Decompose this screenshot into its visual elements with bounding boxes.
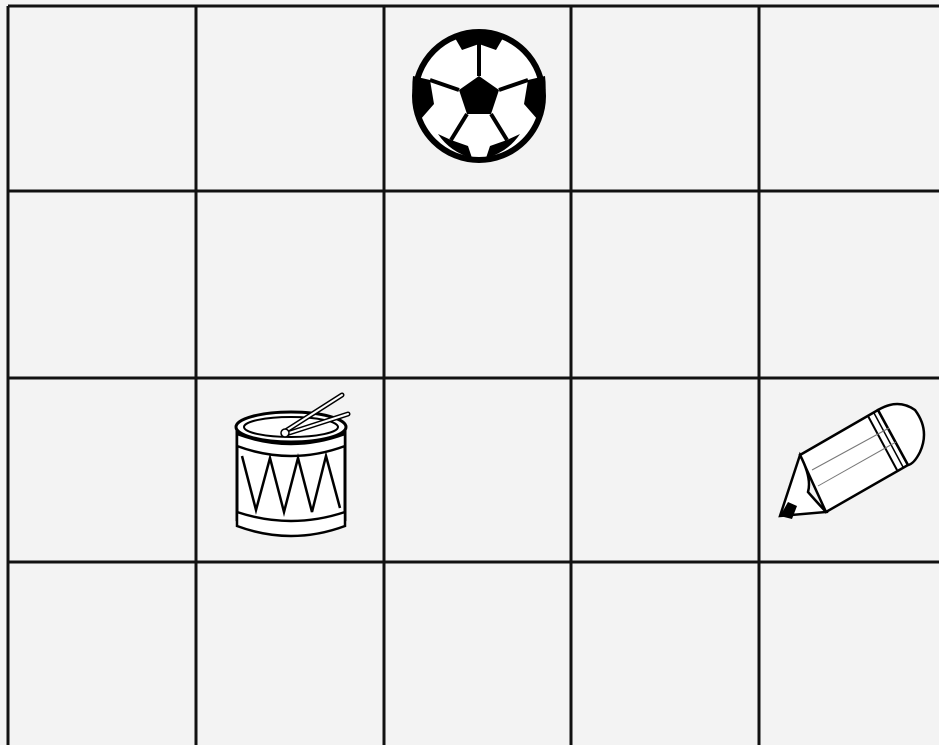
grid-cell	[759, 191, 939, 378]
grid-cell	[8, 6, 196, 191]
grid-cell	[571, 378, 759, 562]
grid-cell	[759, 562, 939, 745]
grid-cell	[759, 6, 939, 191]
grid-cell	[571, 191, 759, 378]
soccer-ball-icon	[412, 32, 545, 160]
grid-cell	[384, 378, 571, 562]
grid-cell	[8, 562, 196, 745]
grid-cell	[8, 191, 196, 378]
grid-cell	[571, 6, 759, 191]
grid-cell	[8, 378, 196, 562]
grid-cell	[384, 562, 571, 745]
grid-cell	[384, 191, 571, 378]
drum-icon	[236, 395, 348, 536]
grid-cell	[196, 191, 384, 378]
grid-cell	[196, 6, 384, 191]
grid-cell	[196, 562, 384, 745]
grid-cell	[571, 562, 759, 745]
